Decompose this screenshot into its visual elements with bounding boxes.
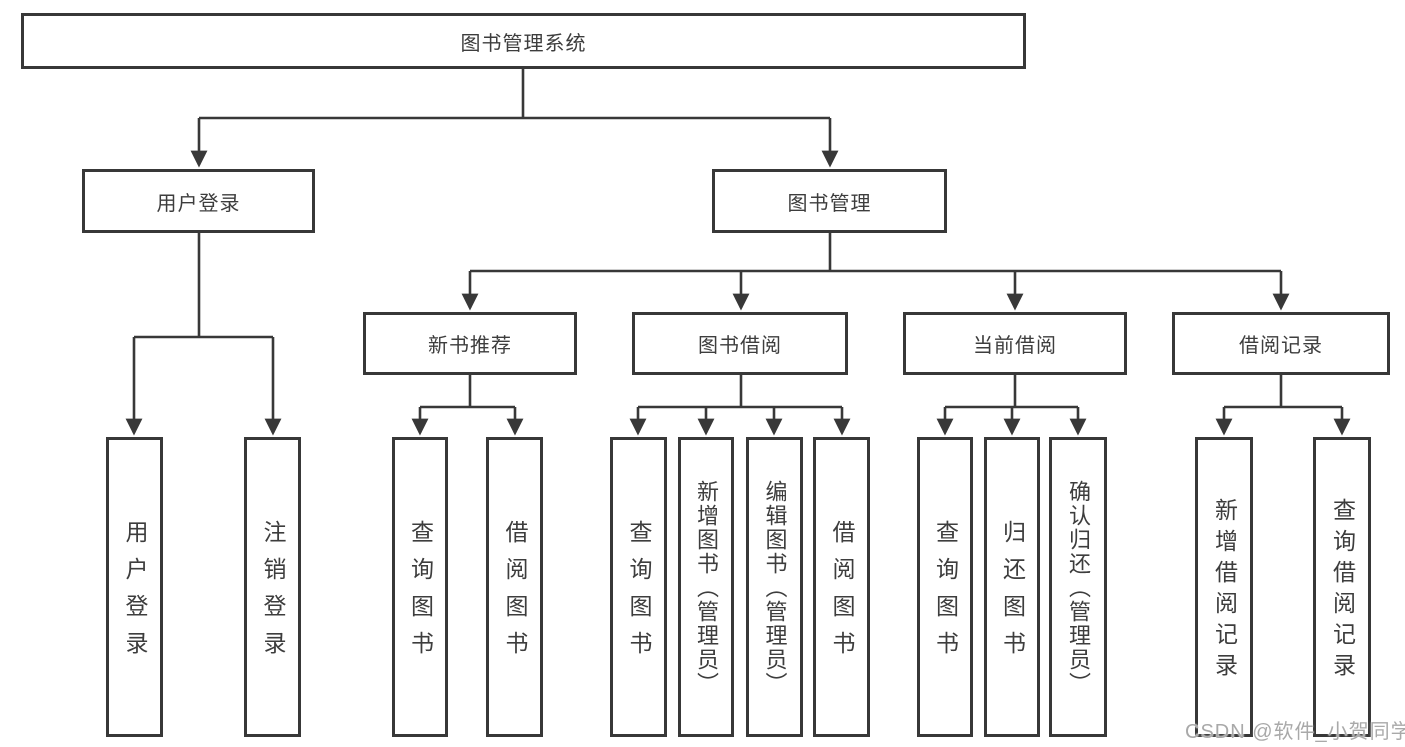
node-book-management: 图书管理 — [712, 169, 947, 233]
leaf-label: 借阅图书 — [502, 520, 528, 668]
leaf-label: 新增图书（管理员） — [694, 480, 719, 696]
node-user-login: 用户登录 — [82, 169, 315, 233]
csdn-watermark: CSDN @软件_小贺同学 — [1185, 721, 1405, 743]
leaf-label: 用户登录 — [122, 520, 148, 668]
leaf-label: 查询借阅记录 — [1329, 498, 1356, 684]
node-leaf-confirm-return-admin: 确认归还（管理员） — [1049, 437, 1107, 737]
leaf-label: 查询图书 — [407, 520, 434, 668]
node-leaf-borrow-books-1: 借阅图书 — [486, 437, 543, 737]
node-leaf-query-books-2: 查询图书 — [610, 437, 667, 737]
node-book-borrow: 图书借阅 — [632, 312, 848, 375]
leaf-label: 注销登录 — [260, 520, 286, 668]
node-root-library-system: 图书管理系统 — [21, 13, 1026, 69]
node-leaf-logout: 注销登录 — [244, 437, 301, 737]
node-leaf-borrow-books-2: 借阅图书 — [813, 437, 870, 737]
leaf-label: 借阅图书 — [829, 520, 855, 668]
node-leaf-user-login: 用户登录 — [106, 437, 163, 737]
leaf-label: 新增借阅记录 — [1211, 498, 1238, 684]
node-leaf-add-borrow-record: 新增借阅记录 — [1195, 437, 1253, 737]
leaf-label: 编辑图书（管理员） — [762, 480, 788, 696]
leaf-label: 查询图书 — [932, 520, 959, 668]
node-leaf-query-books-1: 查询图书 — [392, 437, 448, 737]
node-new-book-recommend: 新书推荐 — [363, 312, 577, 375]
node-leaf-query-borrow-record: 查询借阅记录 — [1313, 437, 1371, 737]
leaf-label: 归还图书 — [999, 520, 1026, 668]
node-borrow-records: 借阅记录 — [1172, 312, 1390, 375]
node-leaf-query-books-3: 查询图书 — [917, 437, 973, 737]
node-leaf-edit-book-admin: 编辑图书（管理员） — [746, 437, 803, 737]
leaf-label: 查询图书 — [626, 520, 652, 668]
node-leaf-add-book-admin: 新增图书（管理员） — [678, 437, 734, 737]
node-current-borrow: 当前借阅 — [903, 312, 1127, 375]
leaf-label: 确认归还（管理员） — [1066, 480, 1091, 696]
node-leaf-return-book: 归还图书 — [984, 437, 1040, 737]
